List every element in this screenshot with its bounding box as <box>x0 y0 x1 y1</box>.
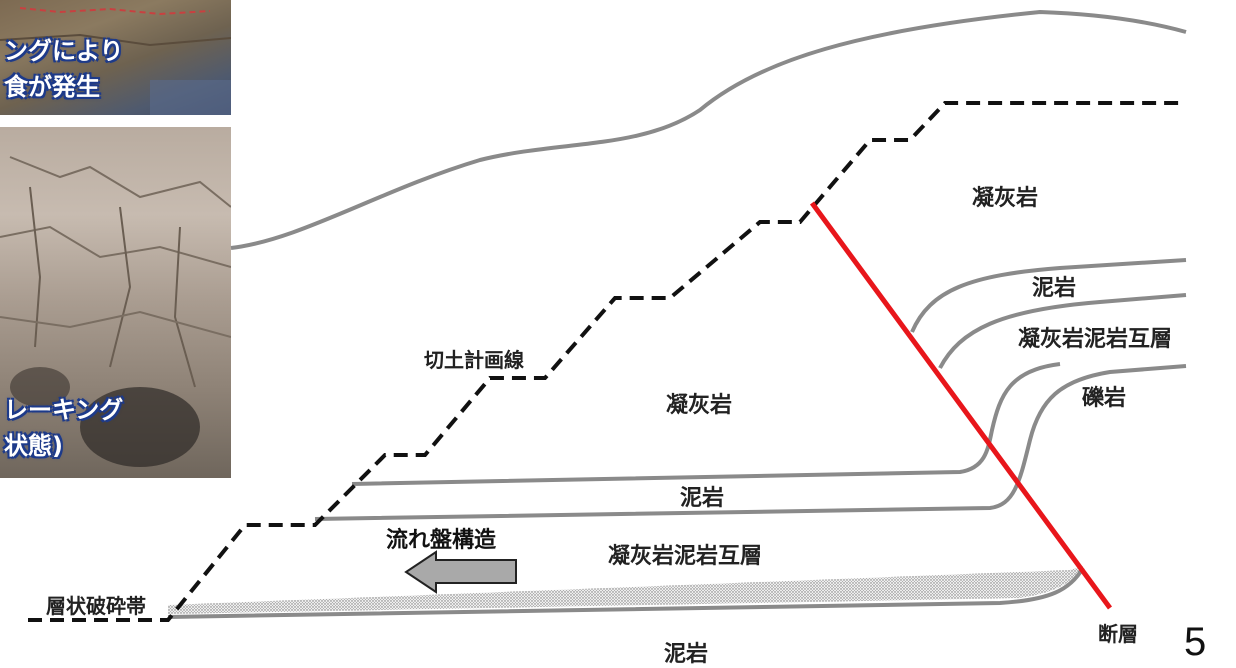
layered-fracture-zone-band <box>168 566 1083 614</box>
photo-bottom-caption-line1: レーキング <box>4 396 124 424</box>
page-number: 5 <box>1184 620 1207 664</box>
fault-line <box>809 201 1113 610</box>
mudstone-middle-lower-boundary <box>314 364 1187 521</box>
flow-direction-arrow <box>404 550 517 594</box>
photo-top-caption-line2: 食が発生 <box>4 73 100 101</box>
label-mudstone-middle: 泥岩 <box>680 486 725 511</box>
label-mudstone-right: 泥岩 <box>1032 276 1077 301</box>
label-tuff-upper: 凝灰岩 <box>972 186 1039 211</box>
label-conglomerate: 礫岩 <box>1082 386 1127 411</box>
mudstone-right-boundary <box>910 258 1187 333</box>
label-mudstone-bottom: 泥岩 <box>664 642 709 667</box>
label-fault: 断層 <box>1098 622 1138 646</box>
label-cut-plan-line: 切土計画線 <box>424 348 524 372</box>
photo-bottom-caption-line2: 状態) <box>4 432 63 460</box>
label-alternation-middle: 凝灰岩泥岩互層 <box>608 544 763 569</box>
label-tuff-middle: 凝灰岩 <box>666 393 733 418</box>
label-alternation-right: 凝灰岩泥岩互層 <box>1018 327 1173 352</box>
photo-top-caption-line1: ングにより <box>4 37 124 65</box>
cut-plan-line <box>28 101 1186 622</box>
outcrop-photo-bottom: レーキング 状態) <box>0 127 231 478</box>
label-flow-structure: 流れ盤構造 <box>386 528 497 553</box>
photo-texture <box>0 156 231 467</box>
conglomerate-top-boundary <box>938 293 1187 369</box>
photo-texture <box>0 7 231 115</box>
outcrop-photo-top: ングにより 食が発生 <box>0 0 231 115</box>
ground-surface-line <box>230 9 1187 250</box>
label-layered-fracture-zone: 層状破砕帯 <box>46 594 146 618</box>
mudstone-middle-upper-boundary <box>351 362 1061 486</box>
mudstone-bottom-boundary <box>167 566 1085 619</box>
